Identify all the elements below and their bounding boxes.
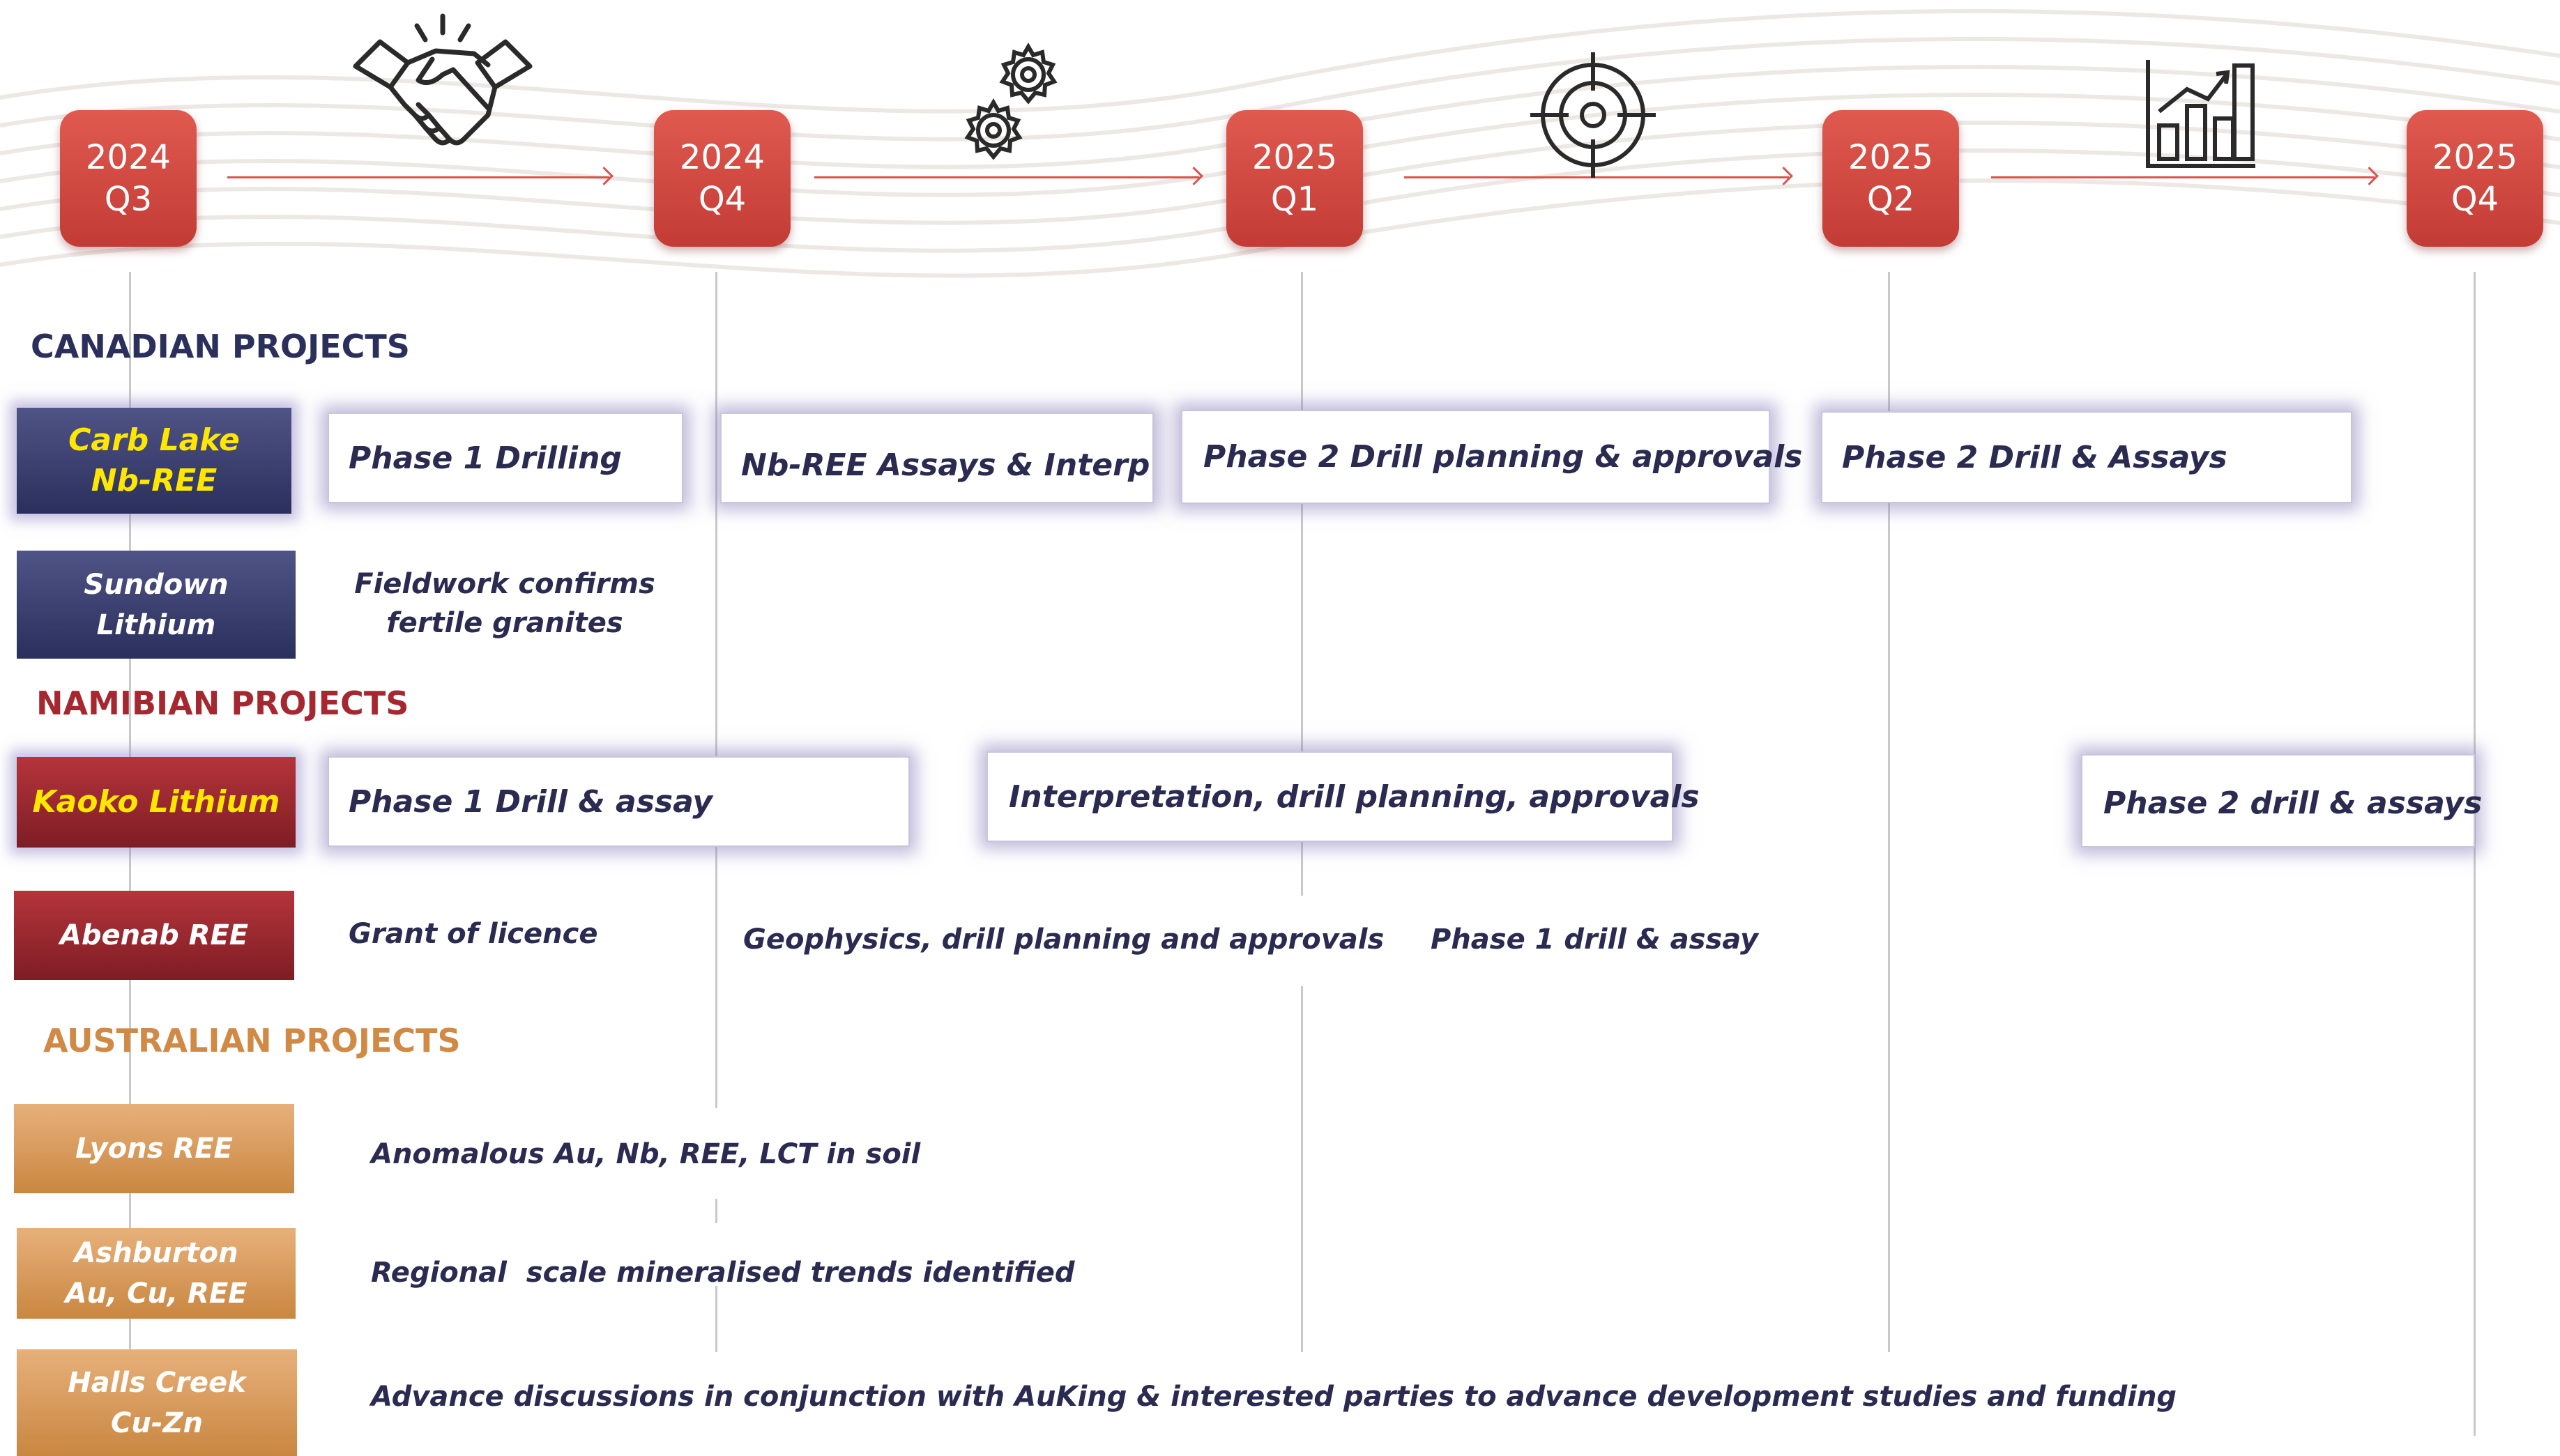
project-name-line2: Nb-REE — [91, 463, 218, 498]
timeline-arrow — [814, 176, 1199, 178]
task-carb-lake-phase2-planning: Phase 2 Drill planning & approvals — [1181, 410, 1802, 504]
task-carb-lake-assays: Nb-REE Assays & Interp — [720, 413, 1154, 503]
project-kaoko-lithium: Kaoko Lithium — [17, 757, 296, 848]
project-sundown-lithium: Sundown Lithium — [17, 551, 296, 659]
note-lyons-anomalous: Anomalous Au, Nb, REE, LCT in soil — [371, 1138, 921, 1170]
growth-chart-icon — [2146, 60, 2255, 168]
gears-icon — [964, 43, 1058, 160]
timeline-arrow — [1991, 176, 2375, 178]
timeline-arrow — [227, 176, 609, 178]
project-name-line2: Au, Cu, REE — [65, 1278, 247, 1310]
project-name-line1: Halls Creek — [68, 1366, 246, 1399]
note-line1: Fieldwork confirms — [354, 568, 655, 600]
canadian-projects-title: CANADIAN PROJECTS — [31, 328, 410, 365]
note-line2: fertile granites — [386, 607, 623, 639]
quarter-marker-2024-q3: 2024 Q3 — [60, 110, 197, 247]
note-sundown-fieldwork: Fieldwork confirms fertile granites — [351, 565, 658, 643]
handshake-icon — [353, 13, 533, 146]
timeline-line-q1-2025 — [1301, 272, 1303, 896]
quarter-label: Q3 — [104, 180, 153, 219]
timeline-line-q4-2025 — [2474, 272, 2476, 1436]
timeline-line-q2-2025 — [1888, 272, 1890, 1352]
quarter-marker-2025-q2: 2025 Q2 — [1822, 110, 1959, 247]
note-ashburton-trends: Regional scale mineralised trends identi… — [371, 1257, 1075, 1289]
quarter-marker-2025-q1: 2025 Q1 — [1226, 110, 1363, 247]
note-halls-creek-discussions: Advance discussions in conjunction with … — [371, 1381, 2177, 1413]
target-icon — [1530, 52, 1656, 178]
project-name-line1: Sundown — [84, 568, 229, 601]
timeline-line-q3-2024 — [129, 272, 131, 1443]
task-kaoko-phase1-drill: Phase 1 Drill & assay — [328, 756, 910, 847]
timeline-line-q4-2024-lower — [715, 1199, 717, 1223]
quarter-year: 2024 — [85, 138, 172, 177]
project-halls-creek: Halls Creek Cu-Zn — [17, 1349, 297, 1456]
timeline-line-q4-2024 — [715, 272, 717, 1108]
australian-projects-title: AUSTRALIAN PROJECTS — [43, 1022, 461, 1059]
task-kaoko-phase2-drill: Phase 2 drill & assays — [2081, 754, 2482, 848]
project-abenab-ree: Abenab REE — [14, 891, 294, 980]
quarter-year: 2025 — [2432, 138, 2518, 177]
project-ashburton: Ashburton Au, Cu, REE — [17, 1228, 296, 1319]
quarter-year: 2024 — [679, 138, 765, 177]
note-abenab-geophysics: Geophysics, drill planning and approvals — [743, 924, 1385, 956]
quarter-marker-2025-q4: 2025 Q4 — [2407, 110, 2543, 247]
project-name: Abenab REE — [59, 919, 249, 951]
timeline-line-q1-2025-lower — [1301, 986, 1303, 1352]
quarter-label: Q4 — [2451, 180, 2499, 219]
quarter-year: 2025 — [1251, 138, 1338, 177]
task-carb-lake-phase2-drill: Phase 2 Drill & Assays — [1821, 411, 2352, 503]
project-name-line1: Carb Lake — [68, 422, 240, 458]
timeline-arrow — [1404, 176, 1789, 178]
note-abenab-phase1: Phase 1 drill & assay — [1431, 924, 1759, 956]
quarter-year: 2025 — [1847, 138, 1934, 177]
project-name-line2: Cu-Zn — [111, 1407, 203, 1439]
task-kaoko-interpretation: Interpretation, drill planning, approval… — [986, 751, 1700, 842]
quarter-marker-2024-q4: 2024 Q4 — [654, 110, 791, 247]
task-carb-lake-phase1-drilling: Phase 1 Drilling — [328, 413, 683, 503]
project-lyons-ree: Lyons REE — [14, 1104, 294, 1193]
quarter-label: Q4 — [698, 180, 747, 219]
timeline-line-q4-2024-bottom — [715, 1286, 717, 1352]
quarter-label: Q1 — [1270, 180, 1319, 219]
project-name-line2: Lithium — [96, 608, 216, 641]
project-name: Lyons REE — [75, 1133, 233, 1165]
note-abenab-grant: Grant of licence — [349, 918, 598, 950]
project-carb-lake: Carb Lake Nb-REE — [17, 408, 291, 514]
namibian-projects-title: NAMIBIAN PROJECTS — [36, 684, 409, 722]
project-name-line1: Ashburton — [74, 1237, 238, 1269]
project-name: Kaoko Lithium — [32, 784, 280, 820]
quarter-label: Q2 — [1866, 180, 1915, 219]
